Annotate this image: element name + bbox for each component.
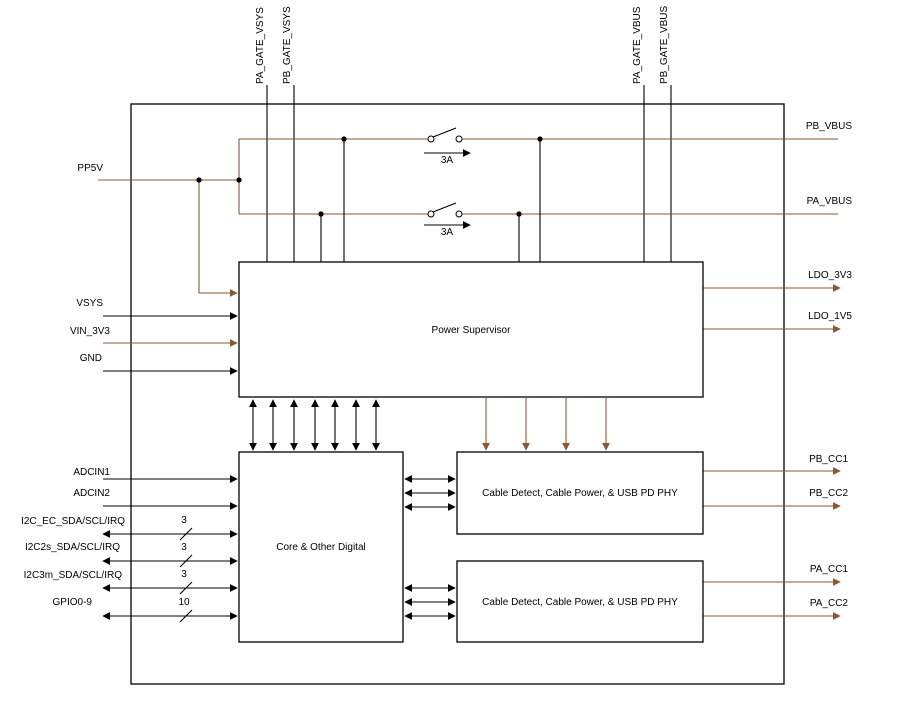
pin-adcin1: ADCIN1 <box>73 467 110 478</box>
junction-dots <box>196 136 543 217</box>
pin-pa-vbus: PA_VBUS <box>807 196 853 207</box>
pin-adcin2: ADCIN2 <box>73 488 110 499</box>
pin-pb-vbus: PB_VBUS <box>806 121 852 132</box>
pd-phy-bottom-block <box>456 560 704 643</box>
pd-phy-top-block <box>456 451 704 535</box>
power-path <box>98 138 841 620</box>
bus-width-i2c2s: 3 <box>181 542 187 553</box>
gate-pin-lines <box>266 85 672 262</box>
pin-gpio: GPIO0-9 <box>53 597 93 608</box>
chip-outline <box>130 103 785 685</box>
pin-pa-cc2: PA_CC2 <box>810 598 849 609</box>
bus-slashes <box>179 527 193 623</box>
switch-bottom-current: 3A <box>441 227 454 238</box>
bus-width-i2c-ec: 3 <box>181 515 187 526</box>
rail-sense-lines <box>320 139 541 262</box>
power-supervisor-label: Power Supervisor <box>432 325 512 336</box>
pin-pa-gate-vbus: PA_GATE_VBUS <box>632 6 643 84</box>
core-digital-label: Core & Other Digital <box>276 542 365 553</box>
pin-i2c-ec: I2C_EC_SDA/SCL/IRQ <box>21 516 125 527</box>
pin-i2c3m: I2C3m_SDA/SCL/IRQ <box>24 570 123 581</box>
pin-pb-gate-vbus: PB_GATE_VBUS <box>659 5 670 84</box>
switch-top <box>424 127 471 157</box>
pd-phy-top-label: Cable Detect, Cable Power, & USB PD PHY <box>482 488 678 499</box>
pin-pa-cc1: PA_CC1 <box>810 564 849 575</box>
pin-vsys: VSYS <box>76 298 103 309</box>
switch-bottom <box>424 202 471 229</box>
pin-pa-gate-vsys: PA_GATE_VSYS <box>255 7 266 84</box>
signal-lines <box>102 312 456 620</box>
pin-i2c2s: I2C2s_SDA/SCL/IRQ <box>25 542 120 553</box>
pd-phy-bottom-label: Cable Detect, Cable Power, & USB PD PHY <box>482 597 678 608</box>
power-supervisor-block <box>238 261 704 398</box>
core-digital-block <box>238 451 404 643</box>
pin-gnd: GND <box>80 353 102 364</box>
pin-pb-cc1: PB_CC1 <box>809 454 848 465</box>
switch-top-current: 3A <box>441 155 454 166</box>
pin-pb-gate-vsys: PB_GATE_VSYS <box>282 6 293 84</box>
pin-ldo-3v3: LDO_3V3 <box>808 270 852 281</box>
pin-vin-3v3: VIN_3V3 <box>70 326 110 337</box>
pin-ldo-1v5: LDO_1V5 <box>808 311 852 322</box>
pin-pb-cc2: PB_CC2 <box>809 488 848 499</box>
bus-width-i2c3m: 3 <box>181 569 187 580</box>
bus-width-gpio: 10 <box>178 597 190 608</box>
pin-pp5v: PP5V <box>77 163 103 174</box>
